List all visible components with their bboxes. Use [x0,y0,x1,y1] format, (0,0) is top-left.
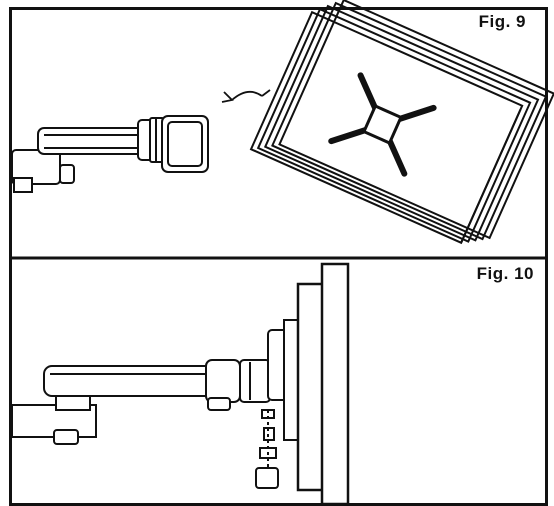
figure-9-panel: Fig. 9 [10,8,546,258]
fig9-wall-arm [11,115,209,193]
fig10-wall-arm [11,319,299,489]
fig10-tv-side [296,262,350,506]
figure-9-label: Fig. 9 [478,12,526,31]
fig9-direction-arrow [221,89,271,103]
figure-10-label: Fig. 10 [476,264,534,283]
figure-10-panel: Fig. 10 [10,258,546,506]
fig9-tv-panel [249,0,554,245]
